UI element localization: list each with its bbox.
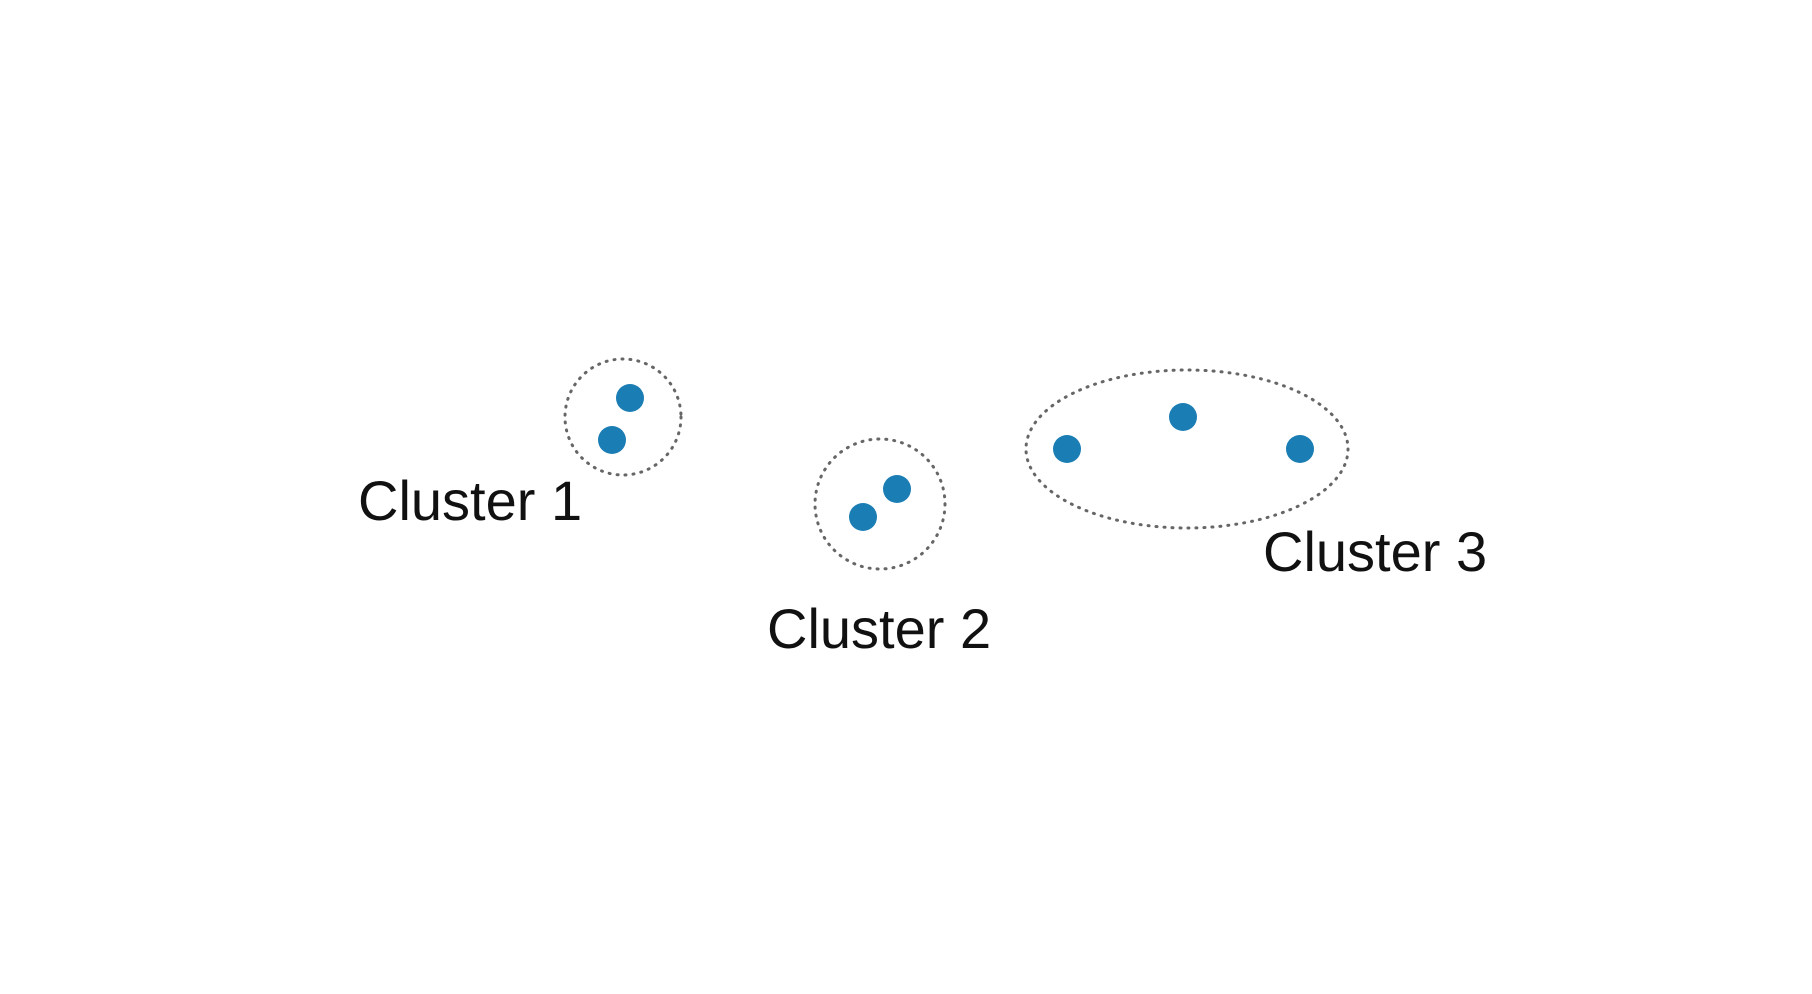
cluster-3-outline bbox=[1024, 368, 1350, 530]
cluster-2-outline bbox=[813, 437, 947, 571]
cluster-2: Cluster 2 bbox=[767, 437, 991, 660]
cluster-3-point bbox=[1053, 435, 1081, 463]
cluster-1-outline bbox=[563, 357, 683, 477]
cluster-1-point bbox=[616, 384, 644, 412]
cluster-1: Cluster 1 bbox=[358, 357, 683, 532]
cluster-3-point bbox=[1286, 435, 1314, 463]
cluster-2-point bbox=[849, 503, 877, 531]
cluster-2-point bbox=[883, 475, 911, 503]
cluster-1-label: Cluster 1 bbox=[358, 469, 582, 532]
cluster-3-point bbox=[1169, 403, 1197, 431]
cluster-1-point bbox=[598, 426, 626, 454]
cluster-3-label: Cluster 3 bbox=[1263, 520, 1487, 583]
cluster-2-label: Cluster 2 bbox=[767, 597, 991, 660]
cluster-3: Cluster 3 bbox=[1024, 368, 1487, 583]
